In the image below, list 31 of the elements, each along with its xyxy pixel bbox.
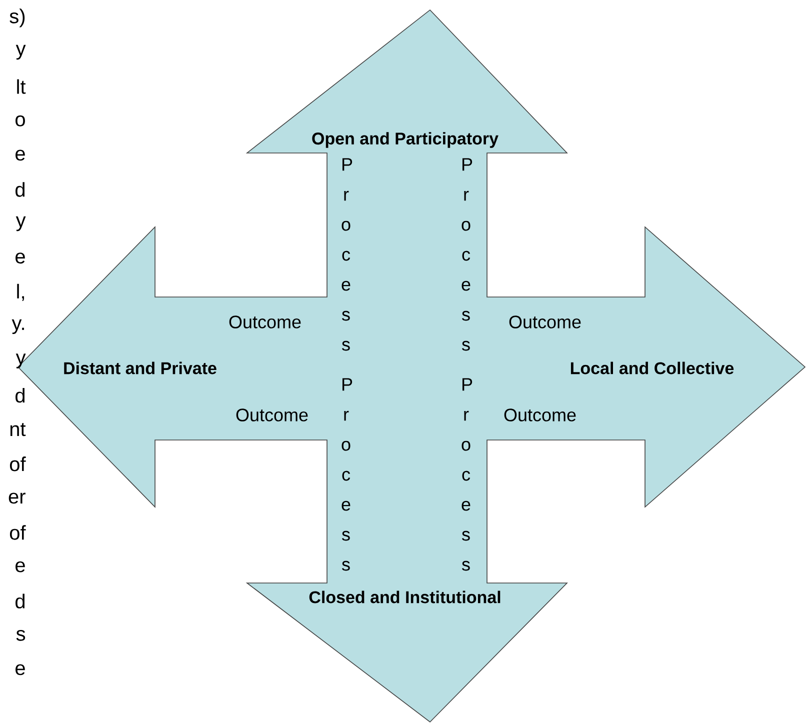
heading: Open and Participatory [312, 132, 498, 148]
text-fragment: er [8, 492, 26, 504]
text-fragment: lt [17, 79, 26, 94]
text-fragment: s [16, 630, 26, 641]
text-fragment: y [16, 44, 26, 60]
text-fragment: y. [12, 319, 24, 334]
outcome-label: Outcome [504, 408, 576, 422]
text-fragment: of [10, 456, 26, 472]
heading: Closed and Institutional [309, 590, 500, 604]
outcome-label: Outcome [229, 316, 301, 328]
text-fragment: e [16, 252, 25, 264]
text-fragment: e [16, 150, 25, 161]
text-fragment: d [16, 388, 25, 403]
vertical-label: Process [462, 158, 472, 351]
vertical-label: Process [462, 378, 472, 571]
heading: Distant and Private [64, 362, 216, 374]
text-fragment: d [16, 182, 25, 197]
text-fragment: d [16, 594, 25, 608]
text-fragment: e [16, 664, 25, 676]
heading: Local and Collective [570, 362, 734, 374]
text-fragment: of [10, 525, 26, 540]
text-fragment: y [16, 216, 26, 232]
vertical-label: Process [342, 158, 352, 351]
vertical-label: Process [342, 378, 352, 571]
text-fragment: o [16, 115, 25, 126]
text-fragment: e [16, 561, 25, 572]
text-fragment: l, [17, 284, 24, 301]
outcome-label: Outcome [509, 316, 581, 328]
outcome-label: Outcome [236, 408, 308, 422]
text-fragment: nt [10, 423, 26, 436]
text-fragment: s) [10, 8, 25, 28]
